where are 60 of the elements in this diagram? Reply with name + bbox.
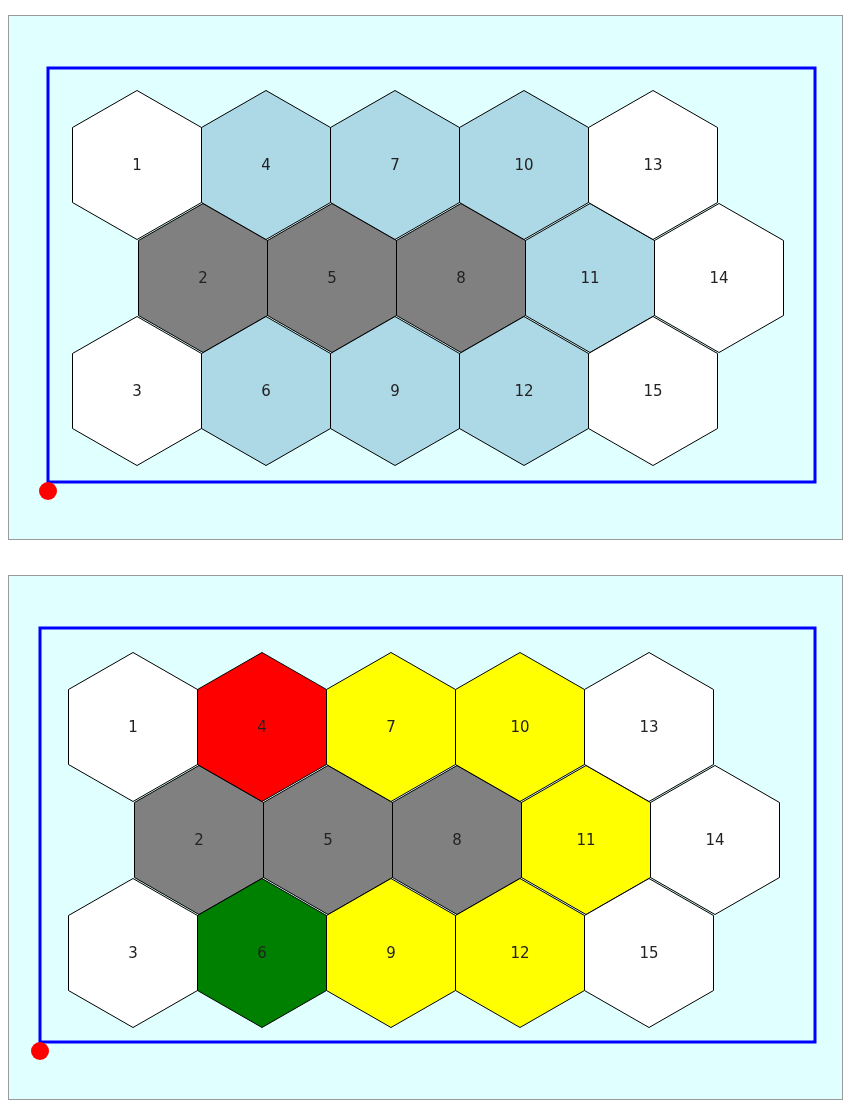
tile-number: 3	[132, 382, 142, 400]
tile-number: 12	[514, 382, 534, 400]
tile-number: 15	[643, 382, 663, 400]
hexagon-tile	[584, 878, 714, 1028]
tile-number: 3	[128, 944, 138, 962]
hexagon-tile	[197, 652, 327, 802]
tile-number: 10	[514, 156, 534, 174]
tile-number: 13	[643, 156, 663, 174]
tile-number: 11	[580, 269, 600, 287]
hexagon-tile	[267, 203, 397, 353]
hexagon-tile	[650, 765, 780, 915]
hexagon-tile	[459, 90, 589, 240]
tile-number: 12	[510, 944, 530, 962]
hexagon-tile	[588, 316, 718, 466]
tile-number: 8	[452, 831, 462, 849]
tile-number: 14	[705, 831, 725, 849]
hexagon-tile	[201, 90, 331, 240]
hexagon-tile	[330, 90, 460, 240]
tile-number: 15	[639, 944, 659, 962]
hexagon-tile	[330, 316, 460, 466]
tile-number: 2	[198, 269, 208, 287]
tile-number: 13	[639, 718, 659, 736]
hexagon-tile	[72, 90, 202, 240]
tile-number: 1	[132, 156, 142, 174]
tile-number: 4	[257, 718, 267, 736]
hexagon-tile	[654, 203, 784, 353]
hexagon-tile	[68, 878, 198, 1028]
hexagon-tile	[459, 316, 589, 466]
hexagon-tile	[392, 765, 522, 915]
tile-number: 11	[576, 831, 596, 849]
tile-number: 14	[709, 269, 729, 287]
hexagon-tile	[201, 316, 331, 466]
hexagon-tile	[396, 203, 526, 353]
hexagon-tile	[455, 652, 585, 802]
tile-number: 8	[456, 269, 466, 287]
tile-number: 2	[194, 831, 204, 849]
hexagon-tile	[455, 878, 585, 1028]
hexagon-tile	[588, 90, 718, 240]
hexagon-tile	[68, 652, 198, 802]
hexagon-tile	[521, 765, 651, 915]
hexagon-tile	[197, 878, 327, 1028]
tile-number: 5	[327, 269, 337, 287]
hexagon-tile	[72, 316, 202, 466]
tile-number: 9	[390, 382, 400, 400]
hexagon-tile	[525, 203, 655, 353]
hexagon-tile	[326, 878, 456, 1028]
tile-number: 4	[261, 156, 271, 174]
tile-number: 10	[510, 718, 530, 736]
hexagon-tile	[263, 765, 393, 915]
hexagon-tile	[134, 765, 264, 915]
tile-number: 7	[386, 718, 396, 736]
tile-number: 5	[323, 831, 333, 849]
tile-number: 7	[390, 156, 400, 174]
hexagon-tile	[138, 203, 268, 353]
tile-number: 6	[261, 382, 271, 400]
hexagon-tile	[584, 652, 714, 802]
tile-number: 1	[128, 718, 138, 736]
hexagon-tile	[326, 652, 456, 802]
tile-number: 6	[257, 944, 267, 962]
tile-number: 9	[386, 944, 396, 962]
